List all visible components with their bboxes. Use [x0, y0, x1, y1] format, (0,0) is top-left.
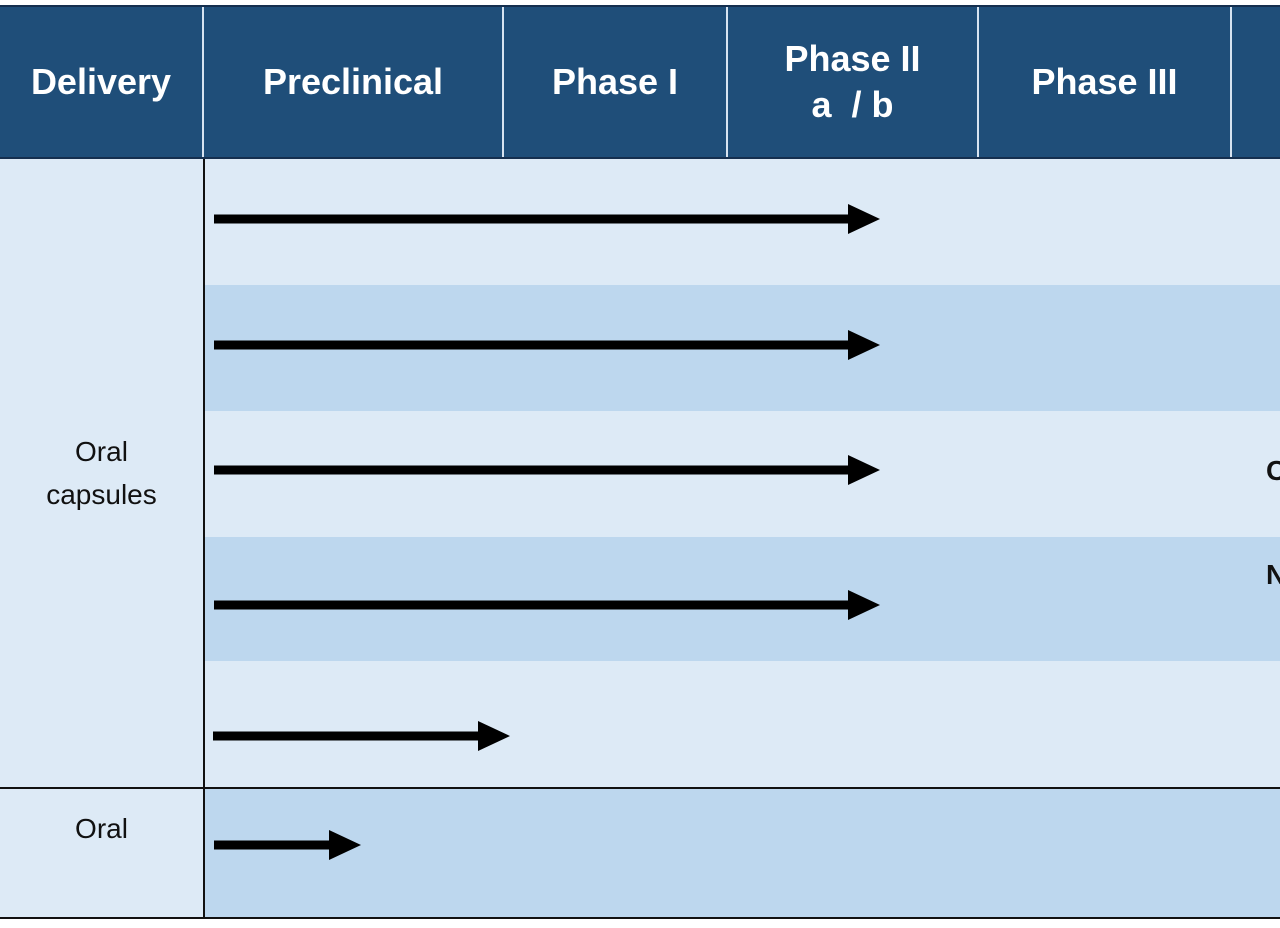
header-preclinical: Preclinical: [204, 7, 504, 157]
table-bottom-border: [0, 917, 1280, 919]
pipeline-body: Oral capsules Oral C N: [0, 159, 1280, 919]
program-4-cut-text: N: [1266, 559, 1280, 590]
pipeline-header: Delivery Preclinical Phase I Phase II a …: [0, 5, 1280, 159]
delivery-oral-capsules: Oral capsules: [0, 159, 203, 787]
group-divider: [0, 787, 1280, 789]
row-band-4: [205, 537, 1280, 661]
arrow-program-2: [214, 330, 880, 360]
header-delivery: Delivery: [0, 7, 204, 157]
arrow-program-1: [214, 204, 880, 234]
column-divider: [203, 159, 205, 919]
program-3-cut-text: C: [1266, 455, 1280, 486]
header-phase-3: Phase III: [979, 7, 1232, 157]
header-next-column: [1232, 7, 1280, 157]
row-band-5: [205, 661, 1280, 787]
progress-arrows: [213, 204, 880, 860]
header-phase-1: Phase I: [504, 7, 728, 157]
arrow-program-5: [213, 721, 510, 751]
header-phase-2: Phase II a / b: [728, 7, 979, 157]
arrow-program-3: [214, 455, 880, 485]
delivery-oral: Oral: [0, 789, 203, 919]
arrow-program-4: [214, 590, 880, 620]
arrow-program-6: [214, 830, 361, 860]
row-band-6: [205, 789, 1280, 917]
